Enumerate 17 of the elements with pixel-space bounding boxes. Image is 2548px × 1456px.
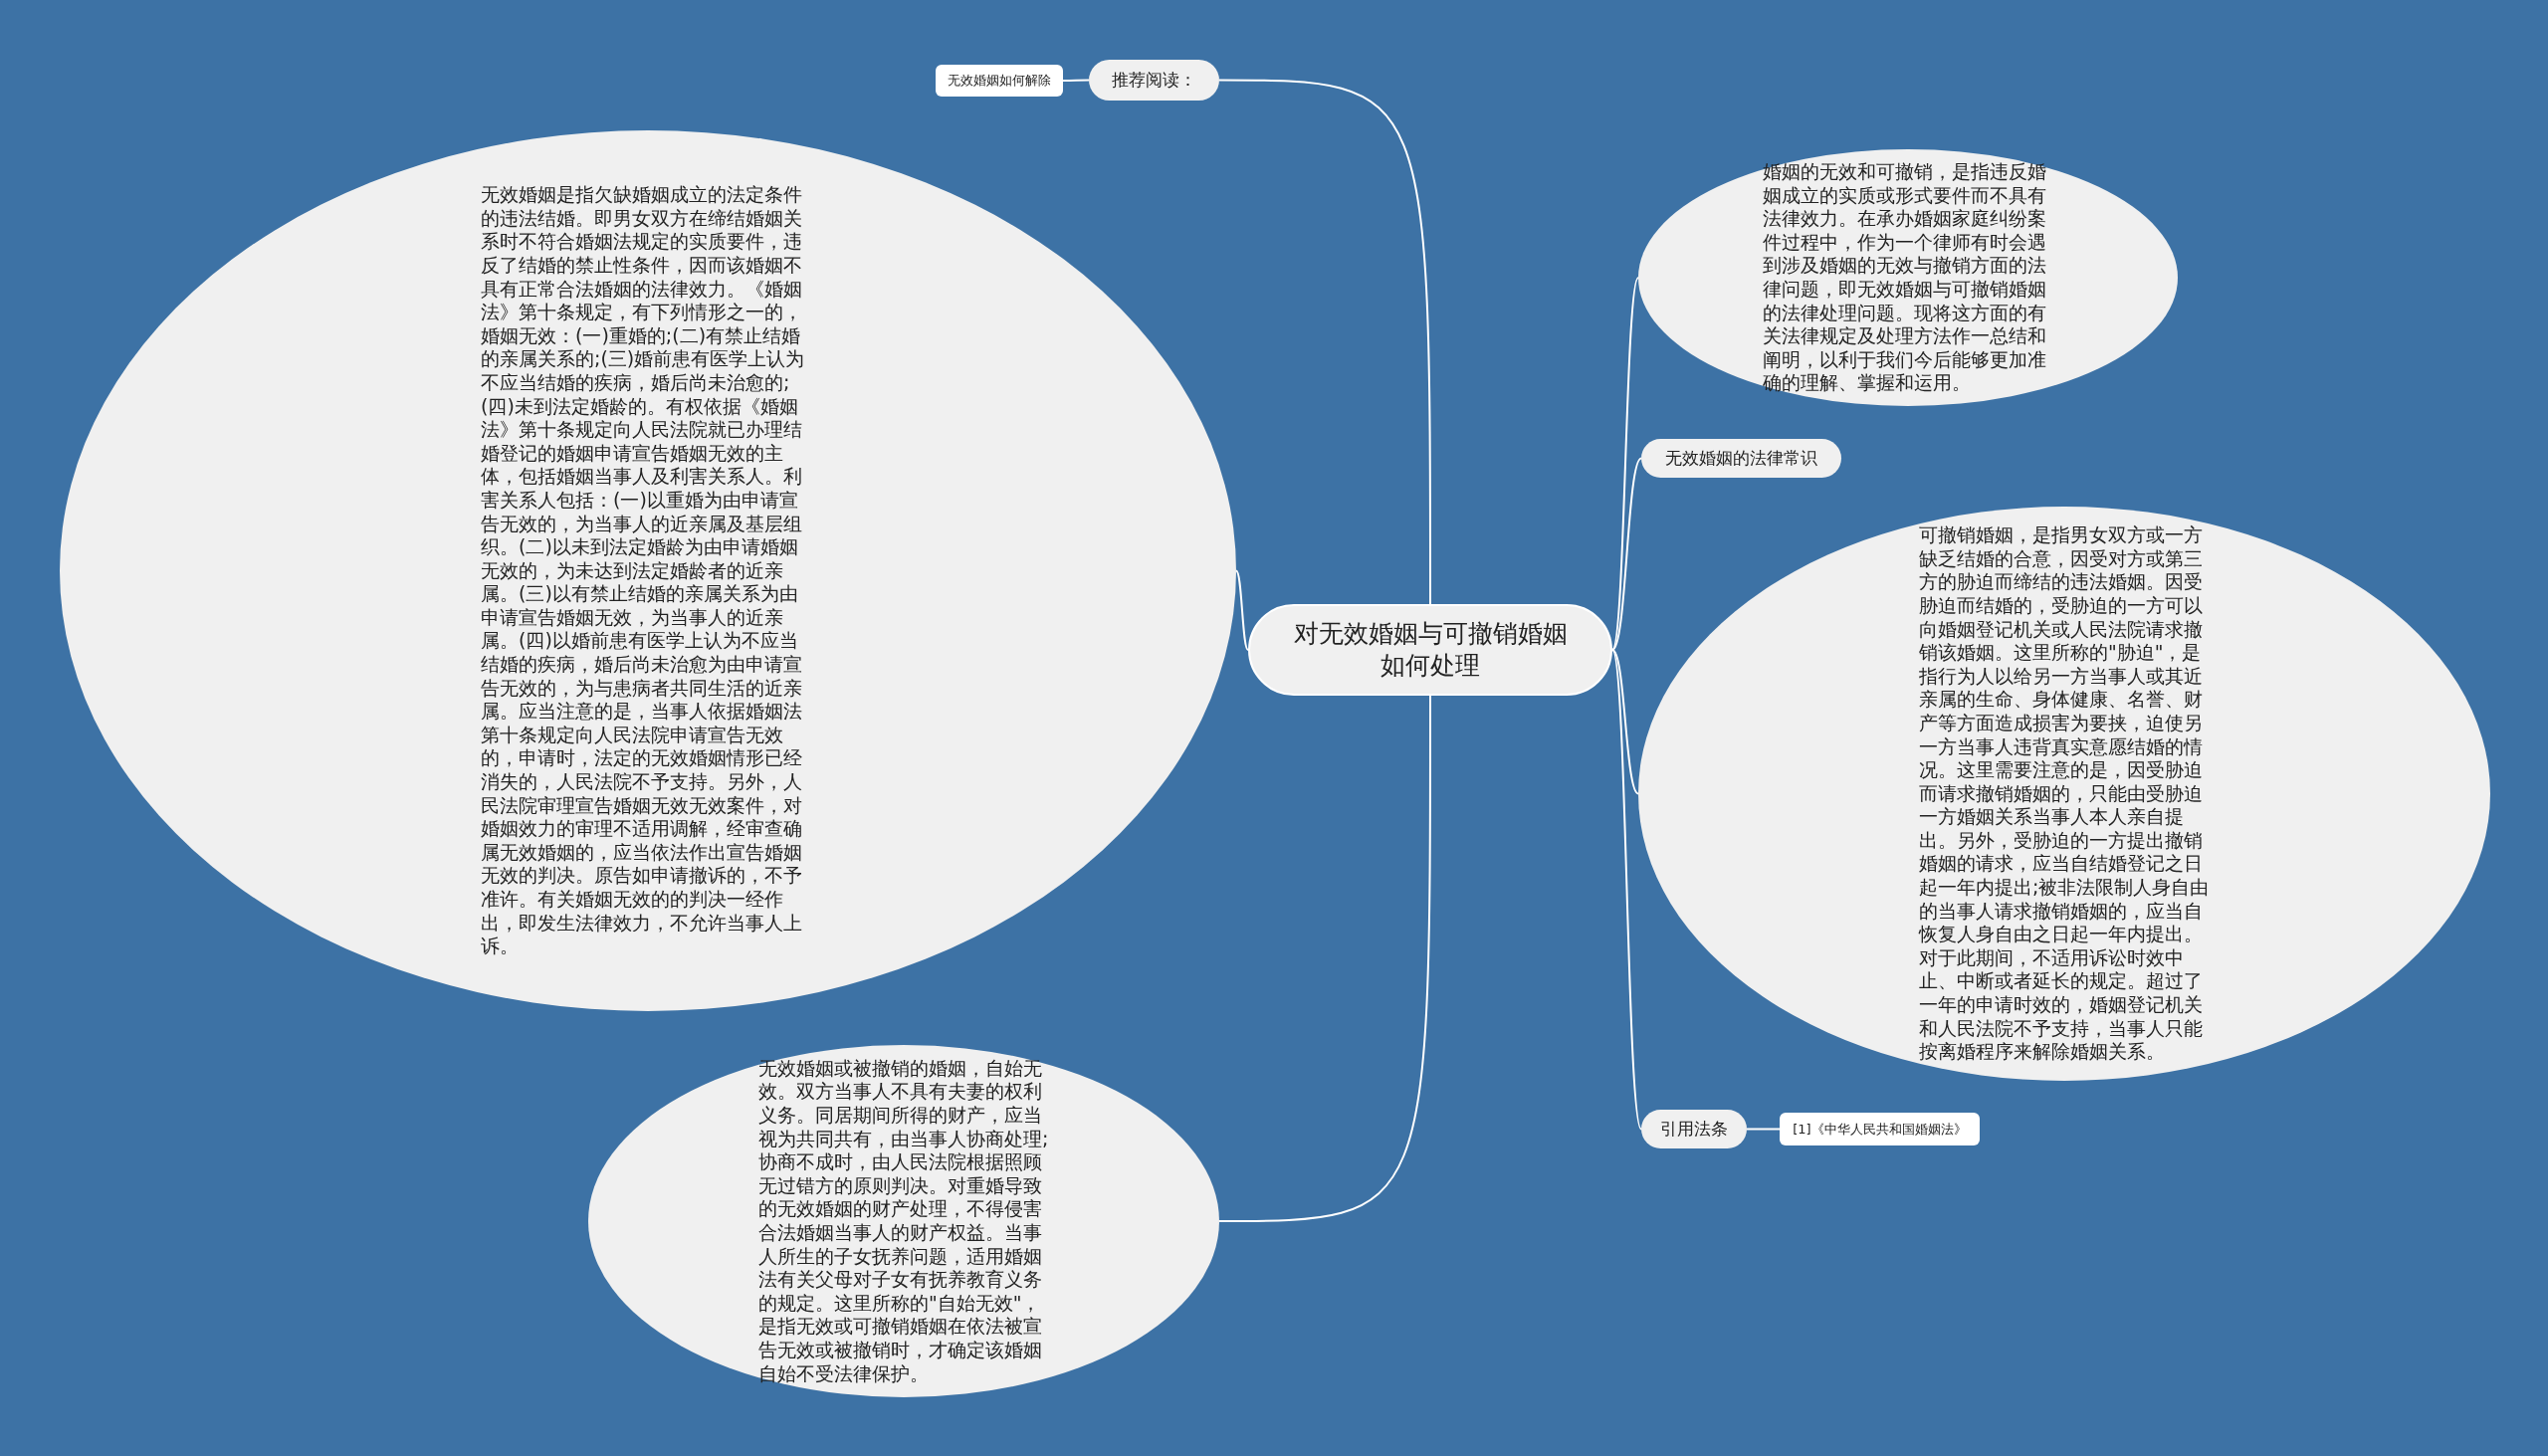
connector-line bbox=[1235, 569, 1249, 651]
subtopic-tag: [1]《中华人民共和国婚姻法》 bbox=[1780, 1113, 1980, 1145]
text-bubble: 婚姻的无效和可撤销，是指违反婚姻成立的实质或形式要件而不具有法律效力。在承办婚姻家庭纠纷案件过程中，作为一个律师有时会遇到涉及婚姻的无效与撤销方面的法律问题，即无效婚姻与可撤销婚姻的法律处理问题。现将这方面的有关法律规定及处理方法作一总结和阐明，以利于我们今后能够更加准确的理解、掌握和运用。 bbox=[1638, 149, 2178, 406]
central-topic: 对无效婚姻与可撤销婚姻如何处理 bbox=[1248, 604, 1612, 696]
connector-line bbox=[1062, 79, 1090, 82]
connector-line bbox=[1218, 695, 1431, 1222]
connector-line bbox=[1218, 79, 1431, 605]
topic-pill: 推荐阅读： bbox=[1089, 60, 1219, 101]
connector-line bbox=[1611, 649, 1639, 795]
text-bubble: 无效婚姻是指欠缺婚姻成立的法定条件的违法结婚。即男女双方在缔结婚姻关系时不符合婚姻法规定的实质要件，违反了结婚的禁止性条件，因而该婚姻不具有正常合法婚姻的法律效力。《婚姻法》第十条规定，有下列情形之一的，婚姻无效：(一)重婚的;(二)有禁止结婚的亲属关系的;(三)婚前患有医学上认为不应当结婚的疾病，婚后尚未治愈的;(四)未到法定婚龄的。有权依据《婚姻法》第十条规定向人民法院就已办理结婚登记的婚姻申请宣告婚姻无效的主体，包括婚姻当事人及利害关系人。利害关系人包括：(一)以重婚为由申请宣告无效的，为当事人的近亲属及基层组织。(二)以未到法定婚龄为由申请婚姻无效的，为未达到法定婚龄者的近亲属。(三)以有禁止结婚的亲属关系为由申请宣告婚姻无效，为当事人的近亲属。(四)以婚前患有医学上认为不应当结婚的疾病，婚后尚未治愈为由申请宣告无效的，为与患病者共同生活的近亲属。应当注意的是，当事人依据婚姻法第十条规定向人民法院申请宣告无效的，申请时，法定的无效婚姻情形已经消失的，人民法院不予支持。另外，人民法院审理宣告婚姻无效无效案件，对婚姻效力的审理不适用调解，经审查确属无效婚姻的，应当依法作出宣告婚姻无效的判决。原告如申请撤诉的，不予准许。有关婚姻无效的的判决一经作出，即发生法律效力，不允许当事人上诉。 bbox=[60, 130, 1236, 1011]
topic-pill: 无效婚姻的法律常识 bbox=[1641, 439, 1841, 478]
text-bubble: 无效婚姻或被撤销的婚姻，自始无效。双方当事人不具有夫妻的权利义务。同居期间所得的财产，应当视为共同共有，由当事人协商处理;协商不成时，由人民法院根据照顾无过错方的原则判决。对重婚导致的无效婚姻的财产处理，不得侵害合法婚姻当事人的财产权益。当事人所生的子女抚养问题，适用婚姻法有关父母对子女有抚养教育义务的规定。这里所称的"自始无效"，是指无效或可撤销婚姻在依法被宣告无效或被撤销时，才确定该婚姻自始不受法律保护。 bbox=[588, 1045, 1219, 1397]
topic-pill: 引用法条 bbox=[1641, 1110, 1747, 1148]
connector-line bbox=[1746, 1128, 1781, 1131]
subtopic-tag: 无效婚姻如何解除 bbox=[936, 65, 1063, 97]
text-bubble: 可撤销婚姻，是指男女双方或一方缺乏结婚的合意，因受对方或第三方的胁迫而缔结的违法婚姻。因受胁迫而结婚的，受胁迫的一方可以向婚姻登记机关或人民法院请求撤销该婚姻。这里所称的"胁迫"，是指行为人以给另一方当事人或其近亲属的生命、身体健康、名誉、财产等方面造成损害为要挟，迫使另一方当事人违背真实意愿结婚的情况。这里需要注意的是，因受胁迫而请求撤销婚姻的，只能由受胁迫一方婚姻关系当事人本人亲自提出。另外，受胁迫的一方提出撤销婚姻的请求，应当自结婚登记之日起一年内提出;被非法限制人身自由的当事人请求撤销婚姻的，应当自恢复人身自由之日起一年内提出。对于此期间，不适用诉讼时效中止、中断或者延长的规定。超过了一年的申请时效的，婚姻登记机关和人民法院不予支持，当事人只能按离婚程序来解除婚姻关系。 bbox=[1638, 507, 2490, 1081]
connector-line bbox=[1611, 457, 1642, 651]
